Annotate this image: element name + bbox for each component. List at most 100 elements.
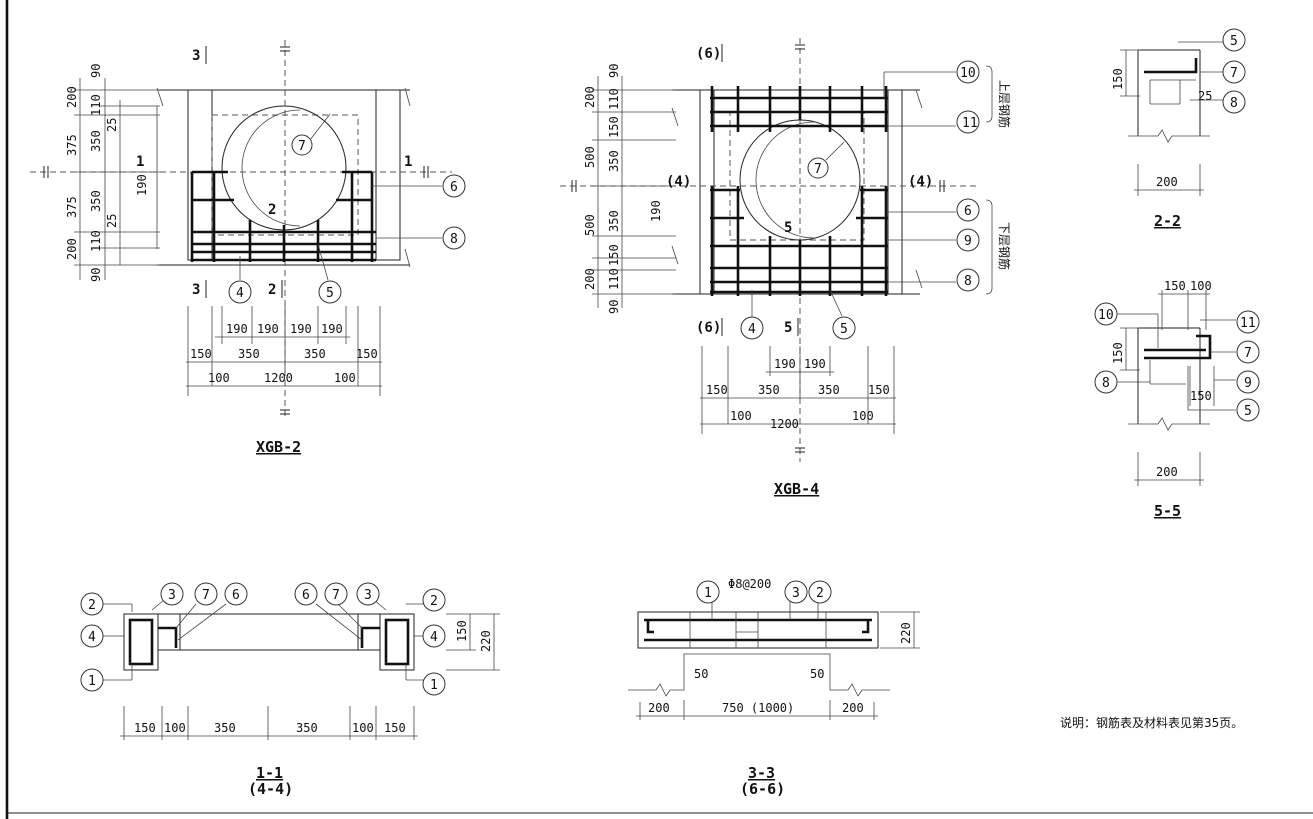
dim-text: 350 (89, 190, 103, 212)
dim-text: 25 (105, 118, 119, 132)
dim-text: 100 (334, 371, 356, 385)
callout-label: 5 (326, 286, 334, 301)
dim-text: 200 (583, 268, 597, 290)
section-mark: 1 (136, 154, 144, 170)
section-mark: 3 (192, 282, 200, 298)
dim-text: 150 (1164, 279, 1186, 293)
callout-label: 5 (840, 322, 848, 337)
callout-label: 9 (1244, 376, 1252, 391)
callout-label: 4 (88, 630, 96, 645)
dim-text: 190 (774, 357, 796, 371)
callout-label: 5 (1230, 34, 1238, 49)
dim-text: 150 (1111, 342, 1125, 364)
callout-label: 4 (748, 322, 756, 337)
callout-label: 10 (1098, 308, 1114, 323)
dim-text: 190 (290, 322, 312, 336)
section-mark: (4) (666, 174, 691, 190)
dim-text: 100 (352, 721, 374, 735)
callout-label: 11 (1240, 316, 1256, 331)
dim-text: 90 (607, 64, 621, 78)
dim-text: 375 (65, 134, 79, 156)
dim-text: 190 (649, 200, 663, 222)
dim-text: 190 (804, 357, 826, 371)
dim-text: 200 (842, 701, 864, 715)
callout-label: 8 (964, 274, 972, 289)
callout-label: 5 (1244, 404, 1252, 419)
dim-text: 90 (89, 268, 103, 282)
callout-label: 7 (202, 588, 210, 603)
dim-text: 350 (304, 347, 326, 361)
dim-text: 100 (164, 721, 186, 735)
callout-label: 7 (1230, 66, 1238, 81)
dim-text: 100 (852, 409, 874, 423)
rebar-spec: Φ8@200 (728, 577, 771, 591)
drawing-title: 2-2 (1154, 212, 1181, 230)
callout-label: 6 (232, 588, 240, 603)
drawing-title: XGB-2 (256, 438, 301, 456)
drawing-title: 1-1 (256, 764, 283, 782)
callout-label: 8 (450, 232, 458, 247)
dim-text: 150 (1190, 389, 1212, 403)
callout-label: 1 (88, 674, 96, 689)
callout-label: 6 (964, 204, 972, 219)
drawing-title: 5-5 (1154, 502, 1181, 520)
dim-text: 25 (105, 214, 119, 228)
callout-label: 2 (88, 598, 96, 613)
dim-text: 200 (648, 701, 670, 715)
dim-text: 200 (1156, 175, 1178, 189)
section-mark: 3 (192, 48, 200, 64)
dim-text: 350 (214, 721, 236, 735)
section-3-3: 200 750 (1000) 200 50 50 220 1 Φ8@200 3 … (628, 577, 920, 798)
dim-text: 150 (134, 721, 156, 735)
callout-label: 10 (960, 66, 976, 81)
dim-text: 90 (607, 300, 621, 314)
dim-text: 110 (89, 94, 103, 116)
upper-layer-label: 上层钢筋 (997, 80, 1012, 128)
drawing-title: XGB-4 (774, 480, 819, 498)
dim-text: 150 (1111, 68, 1125, 90)
note-text: 说明：钢筋表及材料表见第35页。 (1060, 715, 1243, 730)
callout-label: 4 (236, 286, 244, 301)
dim-text: 90 (89, 64, 103, 78)
dim-text: 350 (238, 347, 260, 361)
drawing-title: 3-3 (748, 764, 775, 782)
dim-text: 150 (190, 347, 212, 361)
callout-label: 7 (332, 588, 340, 603)
dim-text: 500 (583, 146, 597, 168)
dim-text: 110 (607, 268, 621, 290)
dim-text: 190 (257, 322, 279, 336)
dim-text: 100 (1190, 279, 1212, 293)
dim-text: 100 (730, 409, 752, 423)
section-mark: 2 (268, 202, 276, 218)
dim-text: 150 (607, 244, 621, 266)
dim-text: 500 (583, 214, 597, 236)
section-2-2: 150 25 5 7 8 200 2-2 (1111, 28, 1246, 230)
section-mark: 2 (268, 282, 276, 298)
drawing-subtitle: (6-6) (740, 780, 785, 798)
drawing-subtitle: (4-4) (248, 780, 293, 798)
callout-label: 3 (364, 588, 372, 603)
dim-text: 150 (607, 116, 621, 138)
dim-text: 1200 (264, 371, 293, 385)
dim-text: 25 (1198, 89, 1212, 103)
callout-label: 11 (962, 116, 978, 131)
dim-text: 220 (479, 630, 493, 652)
dim-text: 150 (455, 620, 469, 642)
dim-text: 190 (226, 322, 248, 336)
dim-text: 50 (694, 667, 708, 681)
dim-text: 220 (899, 622, 913, 644)
dim-text: 200 (65, 86, 79, 108)
section-mark: 5 (784, 320, 792, 336)
xgb4-plan: 90 200 110 150 500 350 190 500 350 150 2… (560, 38, 1012, 498)
dim-text: 350 (758, 383, 780, 397)
section-1-1: 2 3 7 6 6 7 3 2 4 4 1 1 150 220 (80, 582, 500, 798)
dim-text: 1200 (770, 417, 799, 431)
dim-text: 350 (607, 210, 621, 232)
dim-text: 110 (607, 88, 621, 110)
dim-text: 190 (135, 174, 149, 196)
section-mark: (6) (696, 46, 721, 62)
callout-label: 3 (792, 586, 800, 601)
dim-text: 150 (384, 721, 406, 735)
section-5-5: 150 100 150 150 10 11 7 8 9 5 200 5-5 (1094, 279, 1260, 520)
